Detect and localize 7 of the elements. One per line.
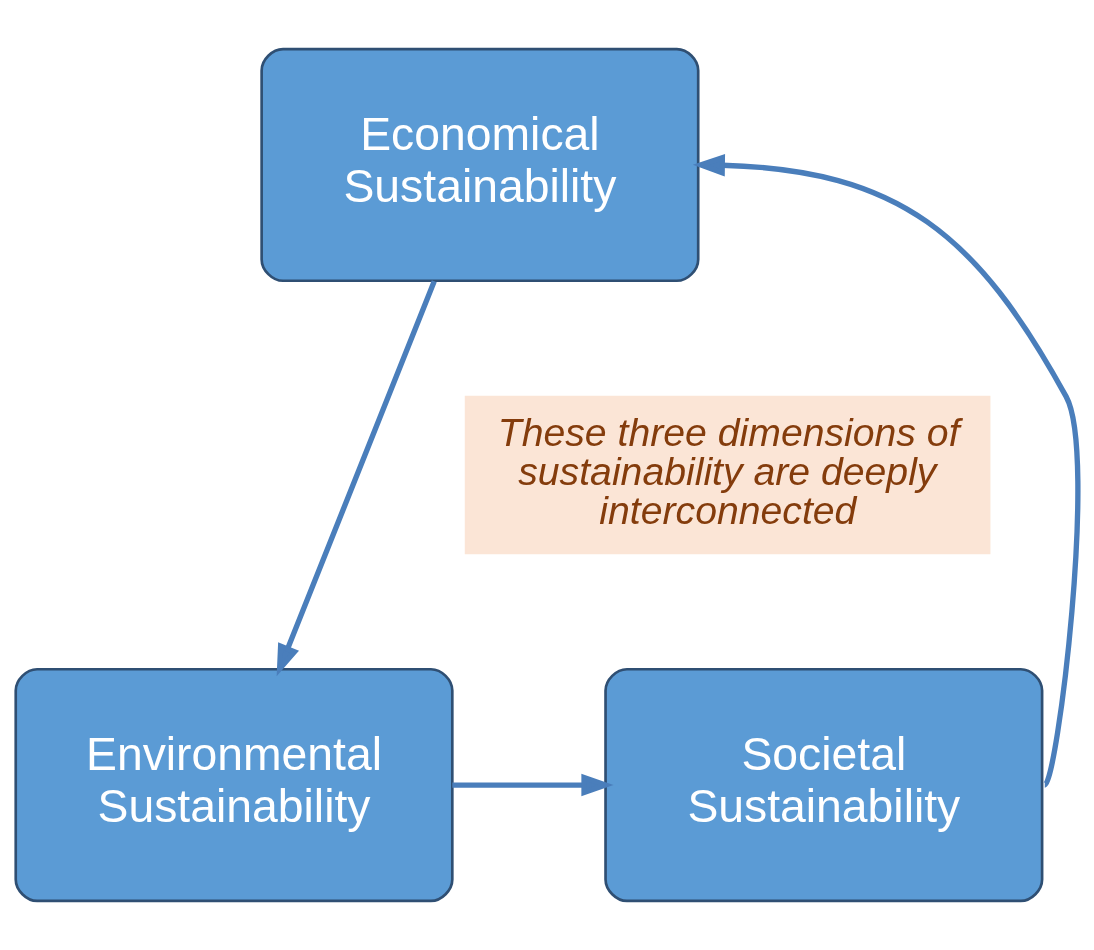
arrow (452, 773, 614, 797)
node-box: These three dimensions of sustainability are deeply interconnected (464, 395, 991, 555)
arrow (692, 154, 1081, 787)
arrow (276, 280, 437, 677)
node-box: Societal Sustainability (604, 667, 1044, 903)
node-box: Environmental Sustainability (14, 667, 454, 903)
node-box: Economical Sustainability (260, 47, 700, 283)
